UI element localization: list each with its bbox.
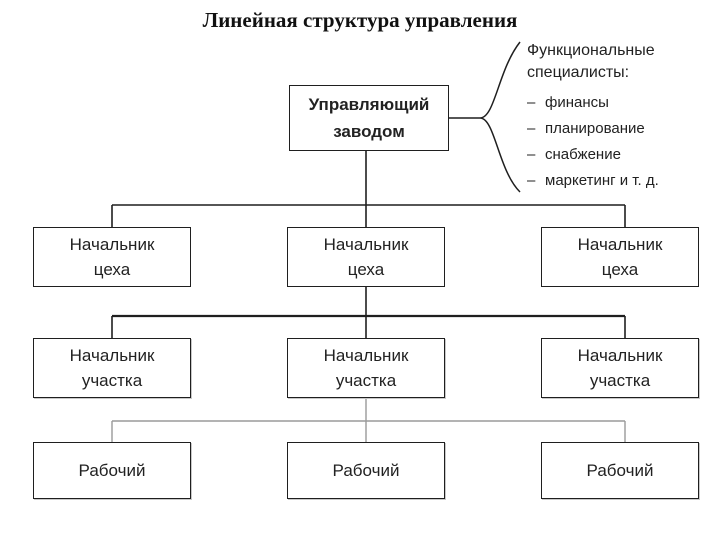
section-head-line1: Начальник [69,346,155,365]
director-label-line2: заводом [333,122,405,141]
section-head-line2: участка [81,371,143,390]
specialist-item: –финансы [527,90,712,116]
specialists-list: –финансы –планирование –снабжение –марке… [527,90,712,194]
shop-head-line2: цеха [93,260,131,279]
specialist-item: –снабжение [527,142,712,168]
shop-head-line2: цеха [601,260,639,279]
shop-head-line1: Начальник [323,235,409,254]
worker-box-1: Рабочий [33,442,191,499]
specialist-label: снабжение [545,146,621,163]
worker-box-3: Рабочий [541,442,699,499]
specialists-brace [449,41,521,193]
dash-bullet: – [527,120,536,137]
worker-label: Рабочий [78,461,146,480]
section-head-line1: Начальник [323,346,409,365]
diagram-title: Линейная структура управления [202,8,518,32]
specialist-item: –планирование [527,116,712,142]
dash-bullet: – [527,146,536,163]
section-head-line2: участка [589,371,651,390]
section-head-line1: Начальник [577,346,663,365]
specialists-heading-line1: Функциональные [527,42,655,59]
specialists-heading-line2: специалисты: [527,64,630,81]
dash-bullet: – [527,172,536,189]
shop-head-line1: Начальник [69,235,155,254]
specialist-label: маркетинг и т. д. [545,172,659,189]
dash-bullet: – [527,94,536,111]
director-box: Управляющий заводом [289,85,449,151]
section-head-box-1: Начальник участка [33,338,191,398]
director-label-line1: Управляющий [308,95,430,114]
shop-head-box-3: Начальник цеха [541,227,699,287]
shop-head-line1: Начальник [577,235,663,254]
specialist-label: планирование [545,120,645,137]
specialists-panel: Функциональные специалисты: –финансы –пл… [527,40,712,194]
specialist-item: –маркетинг и т. д. [527,168,712,194]
worker-box-2: Рабочий [287,442,445,499]
section-head-box-3: Начальник участка [541,338,699,398]
shop-head-box-2: Начальник цеха [287,227,445,287]
worker-label: Рабочий [586,461,654,480]
section-head-box-2: Начальник участка [287,338,445,398]
shop-head-line2: цеха [347,260,385,279]
shop-head-box-1: Начальник цеха [33,227,191,287]
specialist-label: финансы [545,94,609,111]
worker-label: Рабочий [332,461,400,480]
section-head-line2: участка [335,371,397,390]
